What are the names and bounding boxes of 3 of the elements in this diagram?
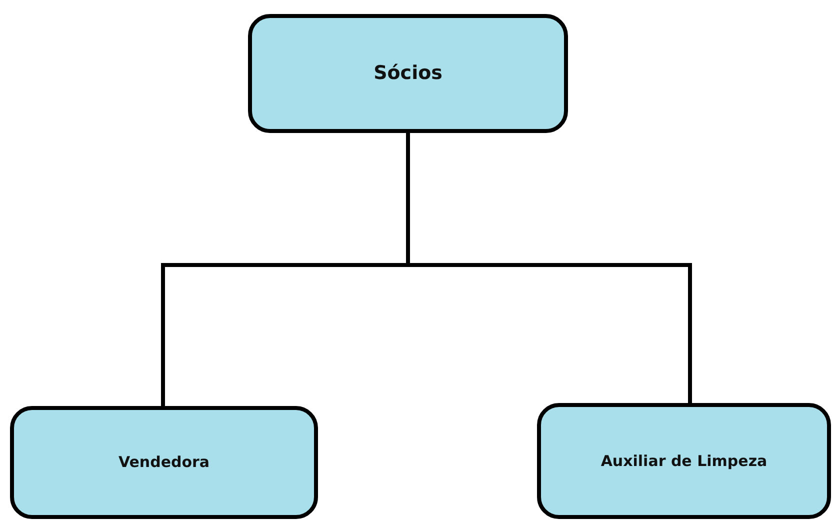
role-box: Vendedora xyxy=(10,406,318,519)
role-box: Auxiliar de Limpeza xyxy=(537,403,831,519)
role-box: Sócios xyxy=(248,14,568,133)
